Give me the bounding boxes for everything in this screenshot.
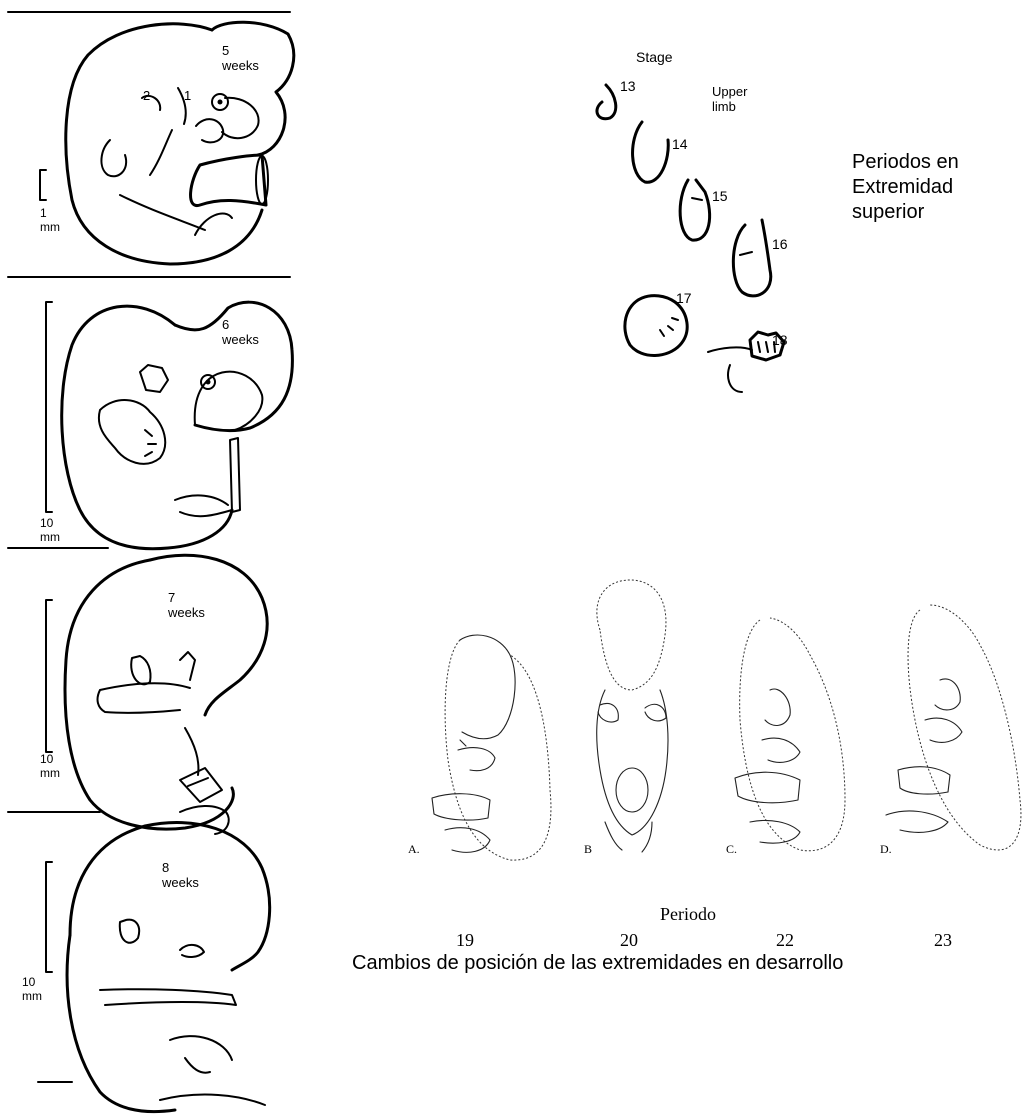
upper-limb-stages-drawing (580, 40, 820, 420)
embryo-age-label: 6 weeks (222, 317, 259, 347)
limb-position-figure (400, 560, 1020, 880)
period-number: 23 (934, 930, 952, 951)
figure-letter-a: A. (408, 842, 420, 857)
figure-caption: Cambios de posición de las extremidades … (352, 952, 843, 975)
embryo-7-weeks-drawing (65, 555, 267, 834)
periodo-label: Periodo (660, 904, 716, 925)
figure-letter-c: C. (726, 842, 737, 857)
embryo-period-19 (432, 635, 551, 860)
scale-label: 1 mm (40, 206, 60, 234)
embryo-age-label: 7 weeks (168, 590, 205, 620)
stage-number: 15 (712, 188, 728, 204)
embryo-5-weeks-drawing (66, 22, 294, 264)
embryo-period-20 (597, 580, 668, 852)
limb-bud-stage-15 (680, 180, 710, 240)
stage-header-label: Stage (636, 50, 673, 65)
period-number: 20 (620, 930, 638, 951)
scale-label: 10 mm (40, 516, 60, 544)
stage-number: 17 (676, 290, 692, 306)
periods-heading: Periodos en Extremidad superior (852, 150, 959, 225)
scale-bar-10mm (46, 302, 52, 512)
embryo-age-label: 5 weeks (222, 43, 259, 73)
figure-letter-b: B (584, 842, 592, 857)
stage-number: 18 (772, 332, 788, 348)
arch-label: 2 (143, 88, 150, 103)
scale-label: 10 mm (22, 975, 42, 1003)
embryo-column-drawings (0, 0, 300, 1118)
upper-limb-header-label: Upper limb (712, 84, 747, 114)
scale-bar-10mm (46, 862, 52, 972)
limb-bud-stage-13 (597, 85, 616, 119)
scale-label: 10 mm (40, 752, 60, 780)
scale-bar-1mm (40, 170, 46, 200)
scale-bar-10mm (46, 600, 52, 752)
stage-number: 13 (620, 78, 636, 94)
arch-label: 1 (184, 88, 191, 103)
figure-letter-d: D. (880, 842, 892, 857)
embryo-period-22 (735, 618, 845, 851)
period-number: 22 (776, 930, 794, 951)
period-number: 19 (456, 930, 474, 951)
limb-bud-stage-14 (633, 122, 669, 182)
embryo-period-23 (886, 605, 1021, 850)
embryo-age-label: 8 weeks (162, 860, 199, 890)
stage-number: 14 (672, 136, 688, 152)
limb-bud-stage-16 (733, 220, 770, 296)
stage-number: 16 (772, 236, 788, 252)
